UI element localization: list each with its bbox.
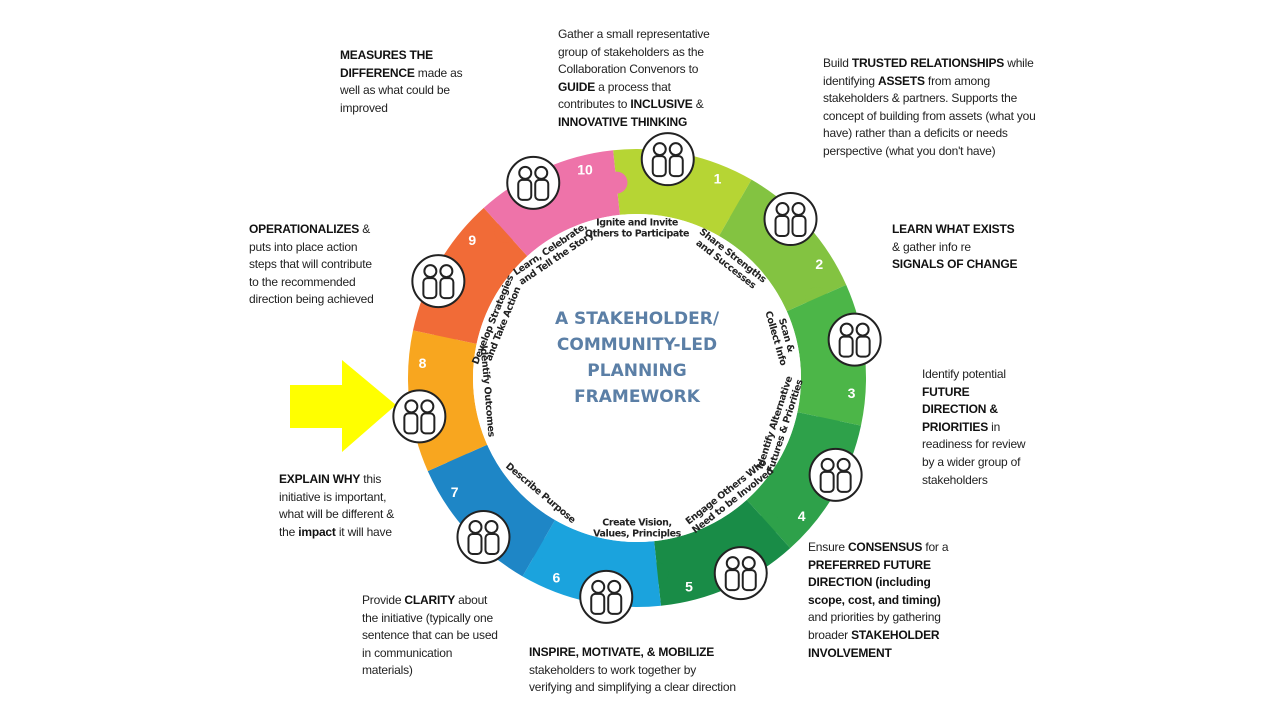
question-board-icon bbox=[392, 389, 447, 444]
segment-number: 8 bbox=[419, 355, 427, 371]
note-text: & puts into place action steps that will… bbox=[249, 222, 374, 307]
note-ensure: Ensure CONSENSUS for a PREFERRED FUTURE … bbox=[808, 539, 956, 662]
note-text: and priorities by gathering broader bbox=[808, 610, 941, 642]
note-text: for a bbox=[922, 540, 949, 554]
note-explain: EXPLAIN WHY this initiative is important… bbox=[279, 471, 403, 541]
checkmark-thought-icon bbox=[579, 569, 634, 624]
note-text: Identify potential bbox=[922, 367, 1006, 381]
emphasis-text: OPERATIONALIZES bbox=[249, 222, 360, 236]
note-text: about the initiative (typically one sent… bbox=[362, 593, 498, 678]
title-line: FRAMEWORK bbox=[574, 387, 701, 407]
center-circle bbox=[473, 214, 801, 542]
note-text: & bbox=[692, 97, 704, 112]
center-title: A STAKEHOLDER/COMMUNITY-LED PLANNING FRAME… bbox=[555, 309, 720, 407]
emphasis-text: LEARN WHAT EXISTS bbox=[892, 222, 1015, 236]
note-text: Provide bbox=[362, 593, 405, 607]
broadcast-group-icon bbox=[713, 546, 768, 601]
note-inspire: INSPIRE, MOTIVATE, & MOBILIZE stakeholde… bbox=[529, 644, 739, 697]
note-measures: MEASURES THE DIFFERENCE made as well as … bbox=[340, 47, 470, 117]
note-text: & gather info re bbox=[892, 239, 971, 254]
note-text: from among stakeholders & partners. Supp… bbox=[823, 73, 1036, 158]
segment-label: Ignite and Invite bbox=[596, 218, 678, 229]
title-line: A STAKEHOLDER/ bbox=[555, 309, 720, 329]
segment-10 bbox=[483, 150, 620, 257]
emphasis-text: impact bbox=[298, 524, 336, 539]
note-text: while identifying bbox=[823, 56, 1034, 88]
segment-4 bbox=[746, 412, 861, 549]
segment-9 bbox=[413, 207, 528, 344]
segment-number: 1 bbox=[714, 171, 722, 187]
magnifying-glass-icon bbox=[827, 312, 882, 367]
segment-label: Values, Principles bbox=[593, 529, 682, 540]
segment-number: 4 bbox=[798, 508, 806, 524]
note-text: stakeholders to work together by verifyi… bbox=[529, 662, 736, 695]
title-line: COMMUNITY-LED bbox=[557, 335, 717, 355]
emphasis-text: INSPIRE, MOTIVATE, & MOBILIZE bbox=[529, 645, 715, 659]
note-text: in readiness for review by a wider group… bbox=[922, 419, 1026, 487]
segment-number: 9 bbox=[468, 232, 476, 248]
weightlifting-group-icon bbox=[763, 192, 818, 247]
emphasis-text: FUTURE DIRECTION & PRIORITIES bbox=[922, 384, 998, 434]
presentation-board-icon bbox=[808, 447, 863, 502]
segment-label: Others to Participate bbox=[585, 229, 689, 240]
emphasis-text: EXPLAIN WHY bbox=[279, 472, 361, 486]
torch-group-icon bbox=[640, 132, 695, 187]
note-text: Ensure bbox=[808, 540, 848, 554]
emphasis-text: GUIDE bbox=[558, 79, 596, 94]
note-text: it will have bbox=[335, 524, 392, 539]
segment-number: 6 bbox=[553, 569, 561, 585]
arrow-push-icon bbox=[411, 254, 466, 309]
megaphone-icon bbox=[456, 509, 511, 564]
note-text: this initiative is important, what will … bbox=[279, 472, 395, 539]
note-text: Build bbox=[823, 56, 852, 70]
segment-2 bbox=[719, 179, 847, 312]
note-text: Gather a small representative group of s… bbox=[558, 27, 710, 77]
note-gather: Gather a small representative group of s… bbox=[558, 26, 726, 132]
yellow-arrow bbox=[290, 360, 396, 452]
note-text: made as well as what could be improved bbox=[340, 65, 463, 115]
segment-number: 2 bbox=[815, 256, 823, 272]
note-identify: Identify potential FUTURE DIRECTION & PR… bbox=[922, 366, 1034, 489]
note-build: Build TRUSTED RELATIONSHIPS while identi… bbox=[823, 55, 1038, 161]
title-line: PLANNING bbox=[587, 361, 686, 381]
emphasis-text: CONSENSUS bbox=[847, 540, 923, 554]
emphasis-text: MEASURES THE DIFFERENCE bbox=[340, 48, 433, 80]
puzzle-knob bbox=[605, 171, 628, 194]
segment-7 bbox=[427, 444, 555, 577]
note-text: a process that contributes to bbox=[558, 79, 671, 112]
emphasis-text: PREFERRED FUTURE DIRECTION (including sc… bbox=[808, 557, 941, 607]
open-book-icon bbox=[506, 155, 561, 210]
segment-5 bbox=[654, 499, 791, 606]
segment-number: 7 bbox=[451, 484, 459, 500]
note-operationalizes: OPERATIONALIZES & puts into place action… bbox=[249, 221, 375, 309]
segment-number: 10 bbox=[577, 161, 593, 177]
emphasis-text: INCLUSIVE bbox=[630, 97, 693, 112]
emphasis-text: TRUSTED RELATIONSHIPS bbox=[851, 56, 1005, 70]
emphasis-text: STAKEHOLDER INVOLVEMENT bbox=[808, 627, 940, 660]
emphasis-text: SIGNALS OF CHANGE bbox=[892, 257, 1018, 272]
emphasis-text: CLARITY bbox=[404, 593, 456, 607]
segment-number: 3 bbox=[848, 385, 856, 401]
emphasis-text: INNOVATIVE THINKING bbox=[558, 114, 688, 129]
segment-label: Create Vision, bbox=[602, 518, 671, 529]
note-learn: LEARN WHAT EXISTS & gather info re SIGNA… bbox=[892, 221, 1020, 274]
note-clarity: Provide CLARITY about the initiative (ty… bbox=[362, 592, 502, 680]
emphasis-text: ASSETS bbox=[877, 73, 925, 88]
segment-number: 5 bbox=[685, 579, 693, 595]
